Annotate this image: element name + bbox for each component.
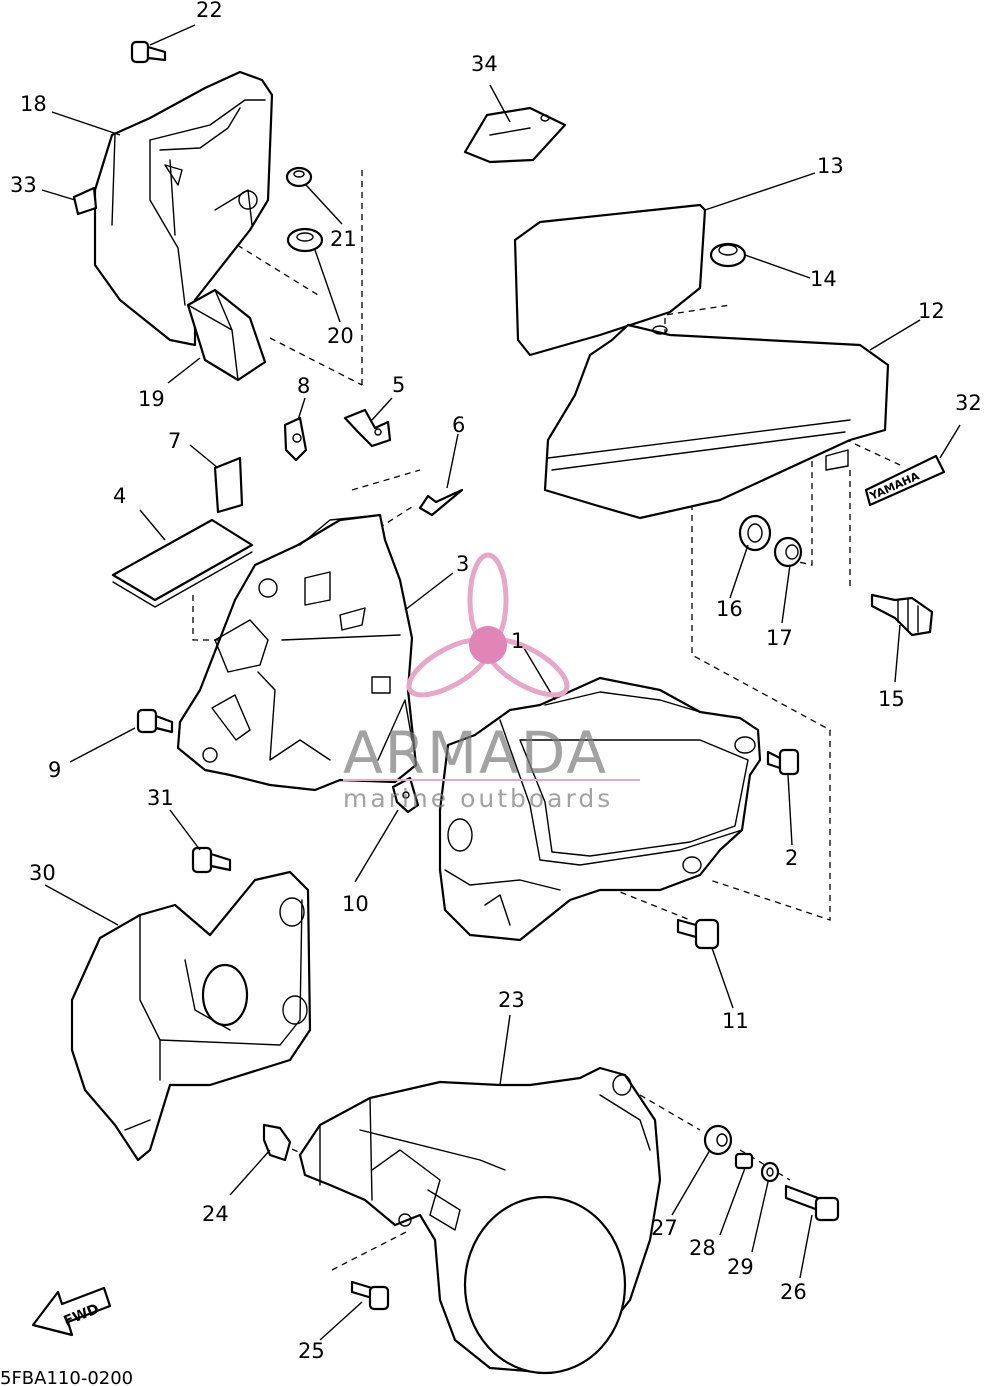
part-23-intake-silencer — [298, 1066, 662, 1375]
part-33-label — [72, 186, 98, 216]
part-16-collar — [738, 514, 772, 552]
part-1-air-box — [438, 676, 762, 942]
part-13-side-panel — [513, 203, 707, 357]
callout-15: 15 — [878, 687, 905, 711]
part-28-sleeve — [734, 1152, 754, 1170]
callout-29: 29 — [727, 1255, 754, 1279]
callout-34: 34 — [471, 52, 498, 76]
propeller-logo — [406, 552, 570, 698]
part-5-bracket — [343, 408, 392, 448]
callout-25: 25 — [298, 1339, 325, 1363]
part-22-bolt — [130, 40, 167, 64]
part-29-washer — [760, 1161, 780, 1183]
part-11-bolt — [676, 918, 720, 950]
callout-33: 33 — [10, 173, 37, 197]
callout-5: 5 — [392, 373, 405, 397]
part-14-grommet — [709, 242, 747, 268]
part-19-foam-block — [186, 288, 267, 382]
callout-22: 22 — [196, 0, 223, 22]
callout-1: 1 — [511, 629, 524, 653]
part-32-decal: YAMAHA — [864, 454, 946, 507]
part-7-pad — [213, 456, 244, 514]
callout-13: 13 — [817, 154, 844, 178]
callout-20: 20 — [327, 324, 354, 348]
callout-23: 23 — [498, 988, 525, 1012]
callout-2: 2 — [785, 846, 798, 870]
callout-9: 9 — [48, 758, 61, 782]
part-12-side-cover — [543, 323, 890, 520]
callout-11: 11 — [722, 1009, 749, 1033]
fwd-arrow: FWD — [31, 1286, 112, 1337]
brand-name: ARMADA — [343, 719, 608, 787]
callout-leaders — [41, 24, 961, 1341]
callout-21: 21 — [330, 227, 357, 251]
part-25-bolt — [350, 1280, 390, 1311]
callout-19: 19 — [138, 387, 165, 411]
callout-4: 4 — [113, 484, 126, 508]
part-26-bolt — [784, 1184, 840, 1222]
callout-26: 26 — [780, 1280, 807, 1304]
part-9-bolt — [136, 708, 174, 734]
callout-28: 28 — [689, 1236, 716, 1260]
callout-16: 16 — [716, 597, 743, 621]
callout-7: 7 — [168, 429, 181, 453]
callout-numbers: 1 2 3 4 5 6 7 8 9 10 11 12 13 14 15 16 1… — [10, 0, 982, 1363]
part-21-grommet — [285, 166, 313, 188]
callout-14: 14 — [810, 267, 837, 291]
diagram-code: 5FBA110-0200 — [0, 1368, 133, 1386]
callout-8: 8 — [297, 374, 310, 398]
armada-watermark: ARMADA marine outboards — [343, 552, 640, 813]
brand-tagline: marine outboards — [343, 784, 613, 813]
callout-24: 24 — [202, 1202, 229, 1226]
part-17-grommet — [773, 536, 803, 568]
callout-31: 31 — [147, 786, 174, 810]
part-4-pad — [111, 518, 254, 608]
part-6-pin — [418, 488, 464, 517]
callout-30: 30 — [29, 861, 56, 885]
part-3-frame-bracket — [176, 513, 418, 792]
part-31-bolt — [191, 846, 232, 874]
callout-32: 32 — [955, 391, 982, 415]
part-30-cover — [70, 870, 312, 1162]
callout-17: 17 — [766, 626, 793, 650]
callout-10: 10 — [342, 892, 369, 916]
part-8-clip — [283, 416, 308, 462]
callout-3: 3 — [456, 552, 469, 576]
part-27-collar — [703, 1124, 733, 1156]
part-20-grommet — [286, 227, 324, 253]
part-15-fastener — [870, 593, 934, 637]
part-34-plate — [463, 106, 567, 164]
part-24-seal — [262, 1123, 292, 1162]
callout-18: 18 — [20, 92, 47, 116]
part-2-bolt — [766, 748, 800, 776]
callout-6: 6 — [452, 413, 465, 437]
part-18-top-cover — [93, 70, 274, 347]
callout-12: 12 — [918, 299, 945, 323]
callout-27: 27 — [651, 1216, 678, 1240]
